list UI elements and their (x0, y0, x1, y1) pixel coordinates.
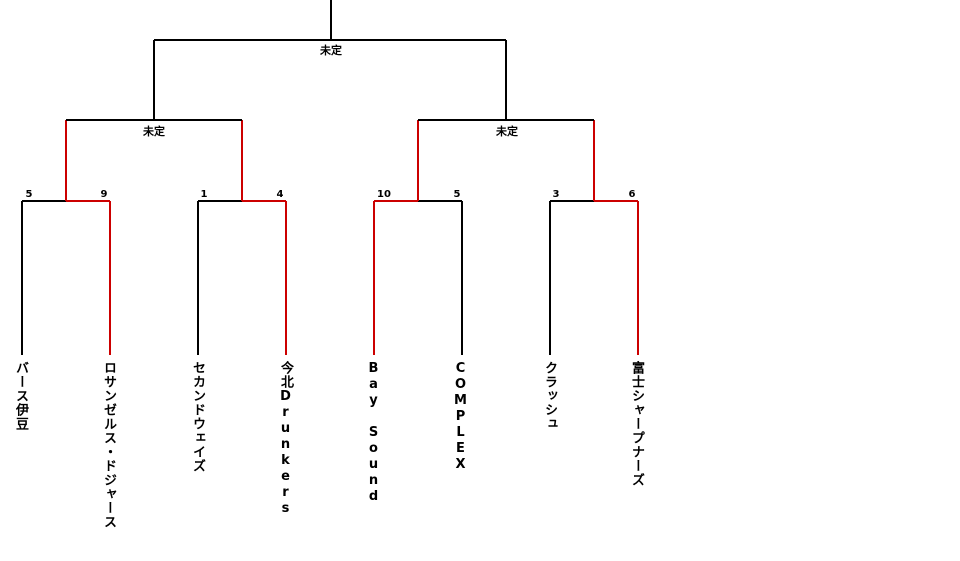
score-team-1: 5 (26, 189, 33, 200)
score-team-2: 9 (101, 189, 108, 200)
score-team-4: 4 (277, 189, 284, 200)
team-name-7: クラッシュ (542, 361, 557, 431)
team-name-4: 今北Drunkers (278, 361, 293, 517)
score-team-8: 6 (629, 189, 636, 200)
semifinal-label-left: 未定 (142, 124, 165, 138)
team-name-2: ロサンゼルス・ドジャース (101, 361, 116, 529)
team-name-8: 富士シャープナーズ (629, 361, 644, 487)
score-team-7: 3 (553, 189, 560, 200)
team-name-5: Bay Sound (366, 361, 381, 505)
team-name-1: バース伊豆 (13, 361, 28, 431)
score-team-6: 5 (454, 189, 461, 200)
bracket-lines (21, 0, 639, 355)
team-name-3: セカンドウェイズ (190, 361, 205, 473)
score-team-3: 1 (201, 189, 208, 200)
semifinal-label-right: 未定 (495, 124, 518, 138)
team-name-6: COMPLEX (453, 361, 468, 473)
score-team-5: 10 (377, 189, 391, 200)
final-label: 未定 (319, 43, 342, 57)
